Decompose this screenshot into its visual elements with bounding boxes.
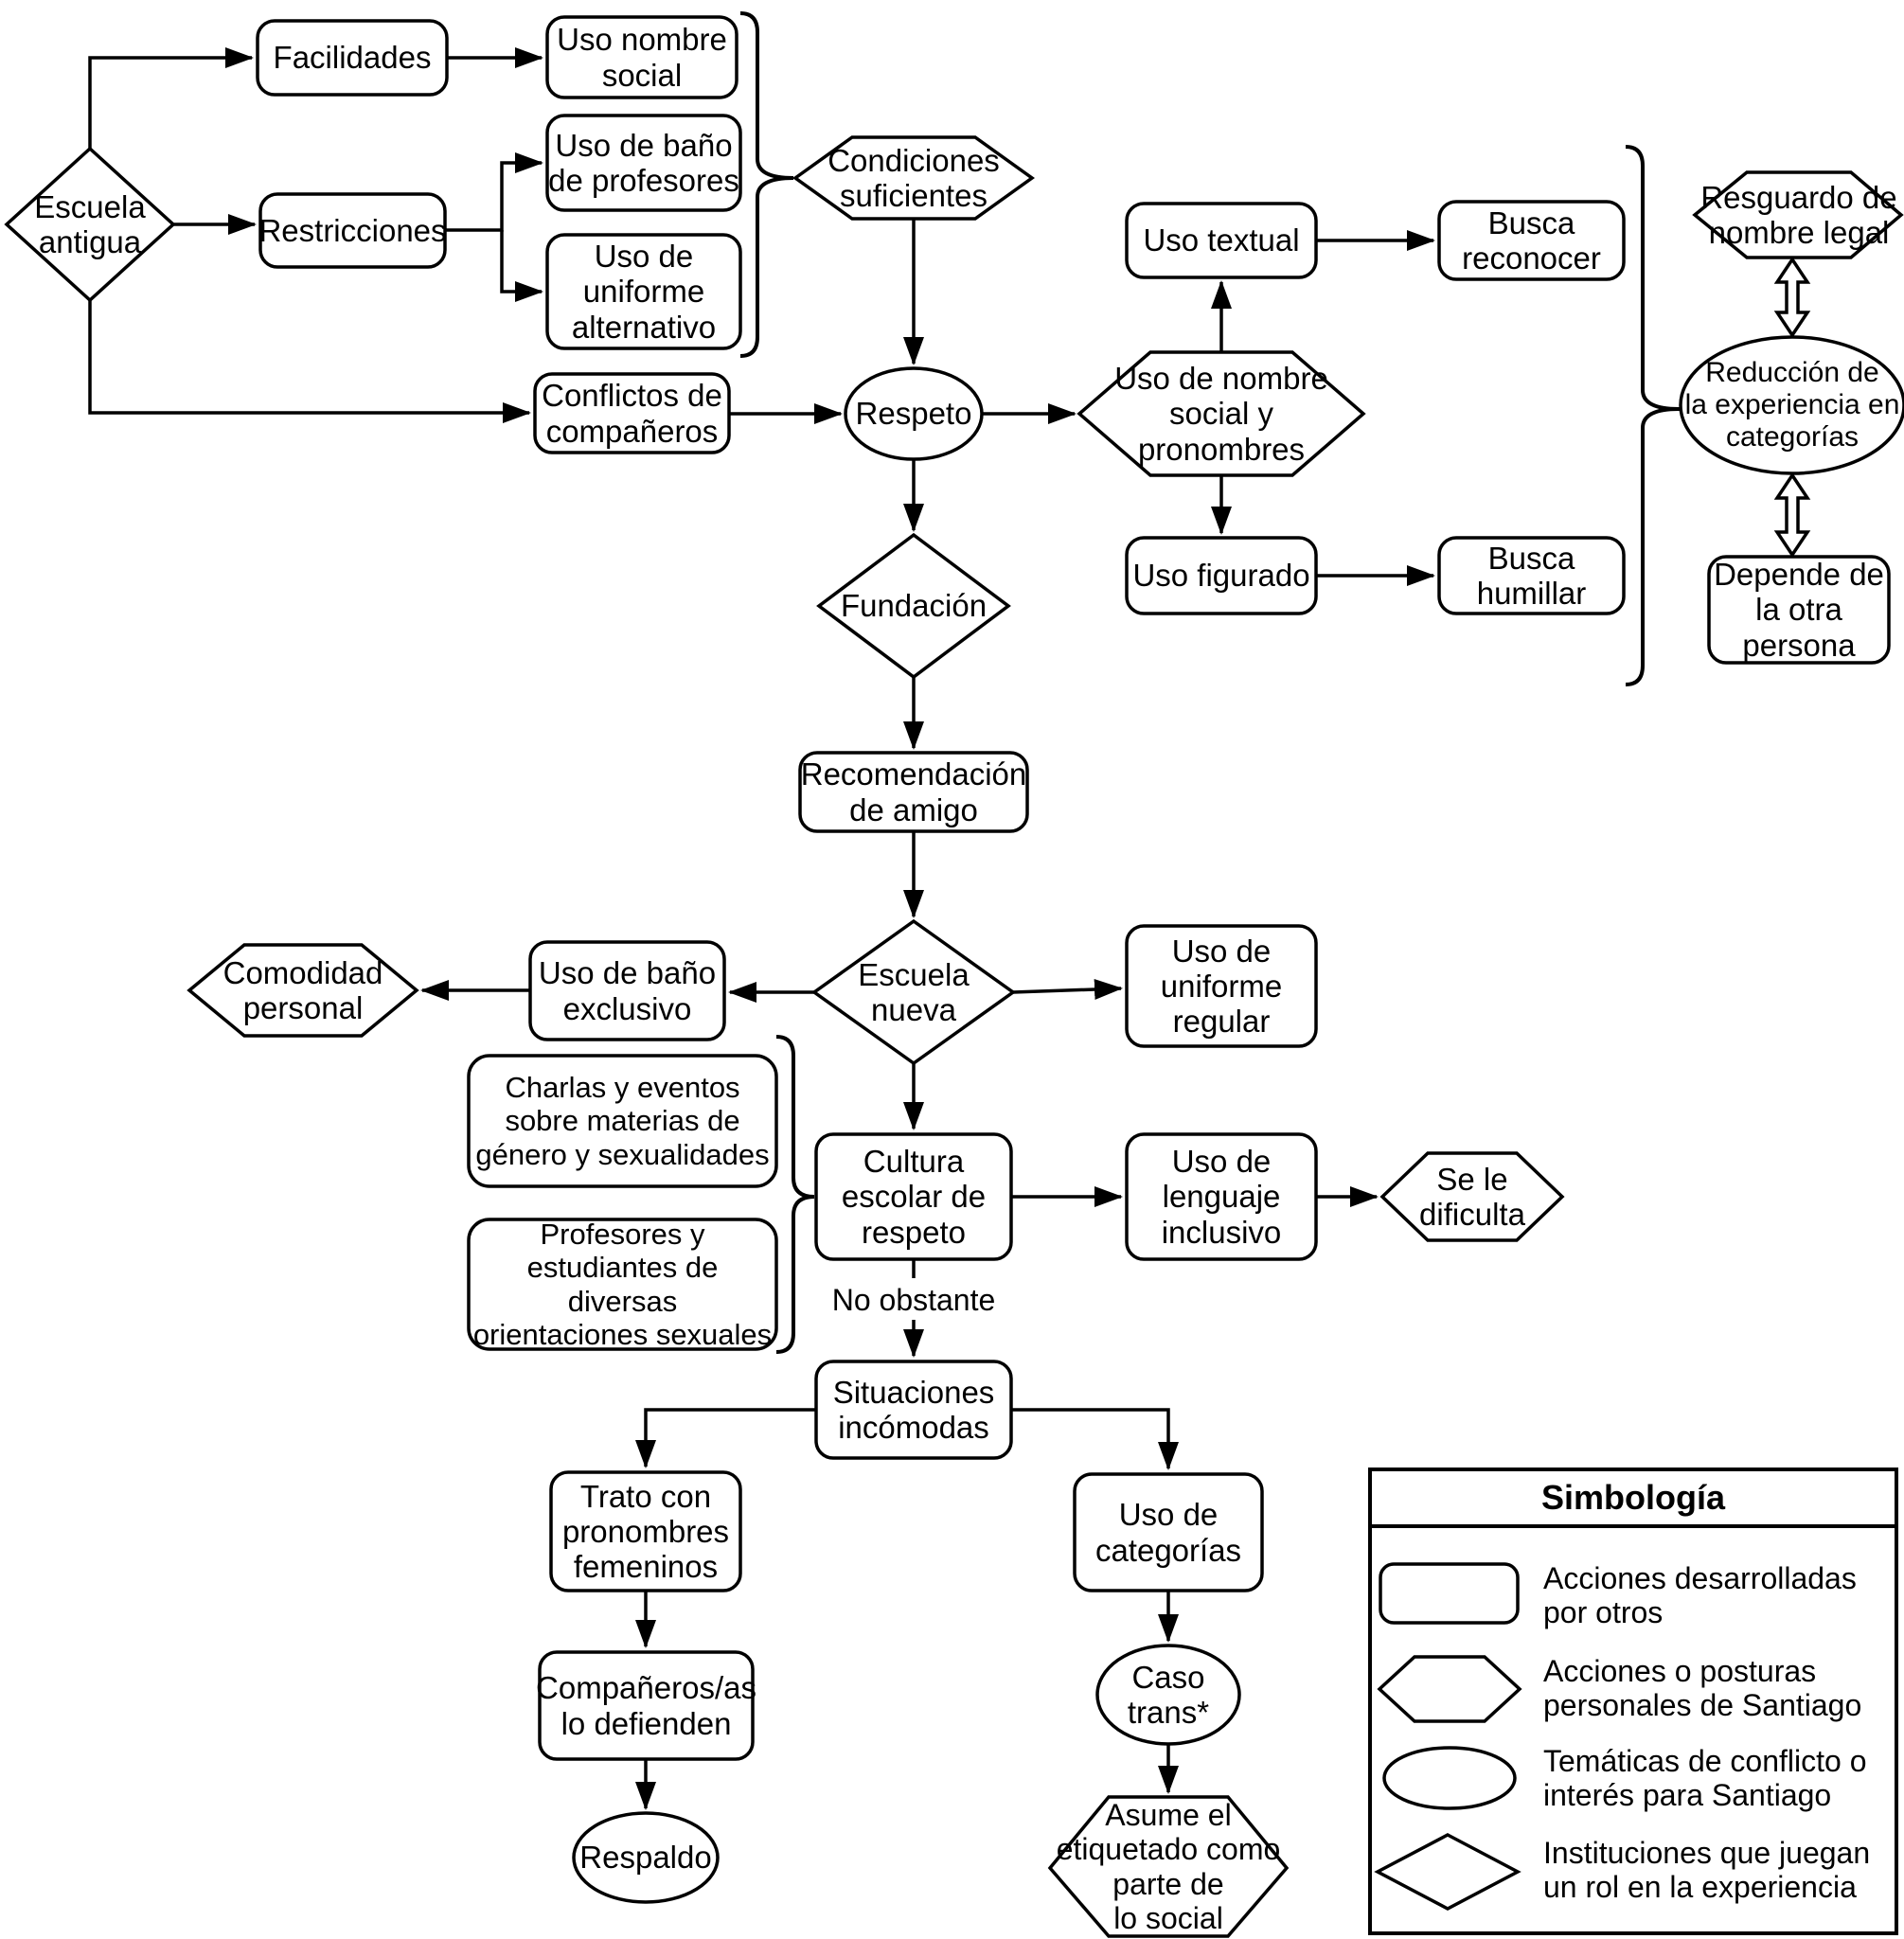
restricciones-box [258,192,447,269]
comodidad-personal-hexagon [187,943,419,1038]
double-arrow-resguardo-reduccion [1773,256,1811,339]
edge-situaciones-usocategorias [1011,1408,1179,1470]
condiciones-suficientes-hexagon [792,135,1036,221]
busca-reconocer-box [1437,200,1626,281]
nodes-layer [4,15,1904,1938]
asume-etiquetado-hexagon [1047,1795,1290,1938]
escuela-nueva-diamond [810,918,1017,1066]
recomendacion-amigo-box [798,751,1029,833]
double-arrow-reduccion-depende [1773,471,1811,559]
caso-trans-ellipse [1095,1644,1241,1746]
edges-layer [88,47,1435,1810]
resguardo-nombre-legal-hexagon [1692,170,1904,259]
profesores-estudiantes-box [467,1218,778,1351]
conflictos-companeros-box [533,372,731,454]
group-brace-condiciones [739,11,794,358]
edge-escuela-facilidades [88,47,254,149]
edge-restricciones-uniformealternativo [500,230,543,302]
uso-categorias-box [1073,1472,1264,1592]
uso-nombre-social-box [545,15,738,99]
legend-samples [1374,1562,1522,1911]
reduccion-experiencia-ellipse [1679,335,1904,475]
edge-escuela-conflictos [88,300,531,423]
double-arrows-layer [1773,256,1811,559]
uso-uniforme-regular-box [1125,924,1318,1048]
respeto-ellipse [844,366,984,461]
group-brace-cultura [775,1035,815,1354]
situaciones-incomodas-box [814,1360,1013,1460]
uso-textual-box [1125,202,1318,279]
uso-uniforme-alternativo-box [545,233,742,350]
companeros-defienden-box [538,1650,755,1761]
legend-rounded-rect-sample [1379,1562,1520,1625]
uso-bano-exclusivo-box [528,940,726,1041]
uso-nombre-pronombres-hexagon [1077,350,1366,477]
busca-humillar-box [1437,536,1626,615]
legend-ellipse-sample [1382,1746,1517,1810]
depende-otra-persona-box [1707,555,1891,665]
legend-diamond-sample [1374,1833,1521,1911]
trato-pronombres-box [549,1470,742,1592]
uso-figurado-box [1125,536,1318,615]
uso-lenguaje-inclusivo-box [1125,1132,1318,1261]
uso-bano-profesores-box [545,114,742,212]
facilidades-box [256,19,449,97]
fundacion-diamond [816,532,1011,680]
edge-restricciones-banoprofesores [445,152,543,232]
legend-hexagon-sample [1377,1655,1522,1723]
cultura-escolar-box [814,1132,1013,1261]
charlas-eventos-box [467,1054,778,1188]
escuela-antigua-diamond [4,146,176,303]
se-le-dificulta-hexagon [1379,1151,1565,1242]
respaldo-ellipse [572,1811,720,1904]
edge-situaciones-trato [635,1408,816,1468]
group-brace-reduccion [1625,145,1680,686]
edge-escuelanueva-uniformeregular [1012,978,1123,1000]
